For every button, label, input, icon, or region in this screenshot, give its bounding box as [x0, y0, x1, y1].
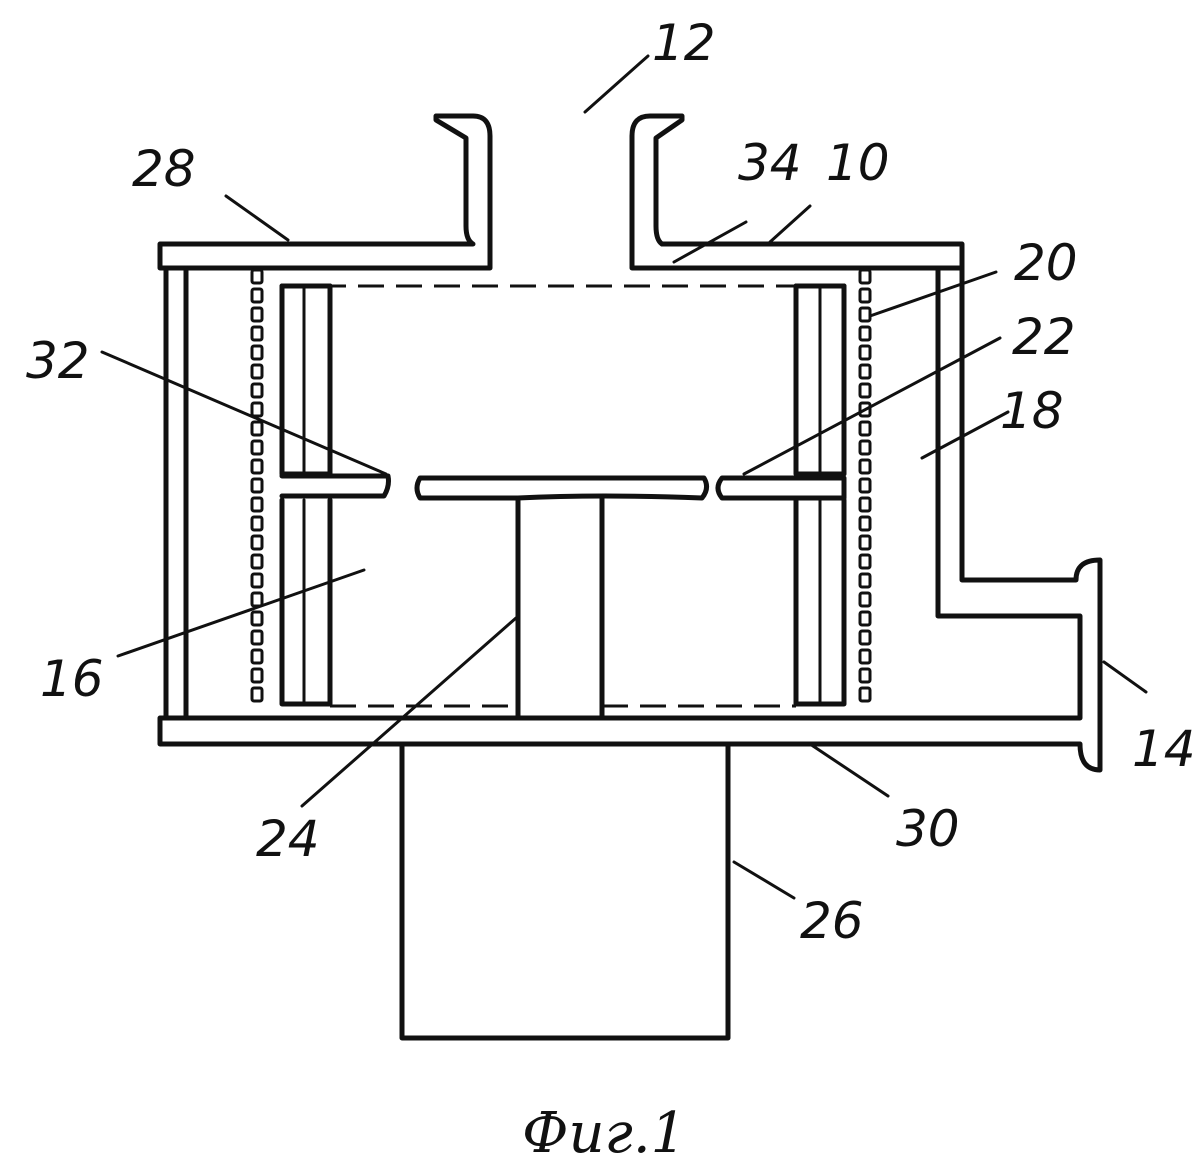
label-32: 32 [26, 332, 90, 390]
perforated-screen-right [860, 270, 870, 701]
label-18: 18 [1000, 382, 1064, 440]
label-10: 10 [826, 134, 890, 192]
perforation-hole [252, 441, 262, 454]
perforation-hole [252, 612, 262, 625]
perforation-hole [860, 631, 870, 644]
perforation-hole [860, 555, 870, 568]
rotor-wall-right [796, 286, 844, 704]
perforation-hole [860, 289, 870, 302]
perforation-hole [252, 460, 262, 473]
perforation-hole [860, 308, 870, 321]
perforation-hole [860, 688, 870, 701]
perforation-hole [252, 384, 262, 397]
label-20: 20 [1014, 234, 1078, 292]
perforation-hole [252, 688, 262, 701]
perforation-hole [860, 517, 870, 530]
perforation-hole [860, 365, 870, 378]
figure-caption: Фиг.1 [522, 1101, 686, 1166]
perforation-hole [252, 631, 262, 644]
perforation-hole [860, 270, 870, 283]
label-22: 22 [1012, 308, 1076, 366]
label-34: 34 [738, 134, 802, 192]
perforation-hole [860, 460, 870, 473]
label-28: 28 [132, 140, 196, 198]
perforation-hole [252, 555, 262, 568]
perforation-hole [860, 479, 870, 492]
outer-wall-left [166, 268, 186, 718]
perforation-hole [252, 593, 262, 606]
perforation-hole [860, 346, 870, 359]
perforation-hole [860, 384, 870, 397]
perforation-hole [252, 669, 262, 682]
perforation-hole [860, 422, 870, 435]
perforation-hole [860, 574, 870, 587]
perforation-hole [860, 669, 870, 682]
perforation-hole [252, 270, 262, 283]
perforated-screen-left [252, 270, 262, 701]
bottom-base-plate [160, 268, 1100, 770]
perforation-hole [860, 441, 870, 454]
perforation-hole [252, 403, 262, 416]
perforation-hole [252, 346, 262, 359]
label-24: 24 [256, 810, 320, 868]
label-12: 12 [652, 14, 716, 72]
perforation-hole [252, 289, 262, 302]
shaft [518, 498, 602, 718]
perforation-hole [860, 612, 870, 625]
perforation-hole [252, 650, 262, 663]
perforation-hole [252, 574, 262, 587]
label-30: 30 [896, 800, 960, 858]
perforation-hole [252, 422, 262, 435]
disc-plate [282, 476, 844, 498]
perforation-hole [252, 517, 262, 530]
label-16: 16 [40, 650, 104, 708]
perforation-hole [860, 650, 870, 663]
label-26: 26 [800, 892, 864, 950]
perforation-hole [252, 365, 262, 378]
perforation-hole [252, 327, 262, 340]
perforation-hole [252, 536, 262, 549]
perforation-hole [860, 593, 870, 606]
perforation-hole [860, 327, 870, 340]
perforation-hole [252, 479, 262, 492]
perforation-hole [252, 498, 262, 511]
perforation-hole [252, 308, 262, 321]
motor-housing [402, 744, 728, 1038]
label-14: 14 [1132, 720, 1196, 778]
perforation-hole [860, 536, 870, 549]
reference-labels: 12 28 34 10 20 32 22 18 16 14 24 30 26 [26, 14, 1196, 950]
perforation-hole [860, 498, 870, 511]
